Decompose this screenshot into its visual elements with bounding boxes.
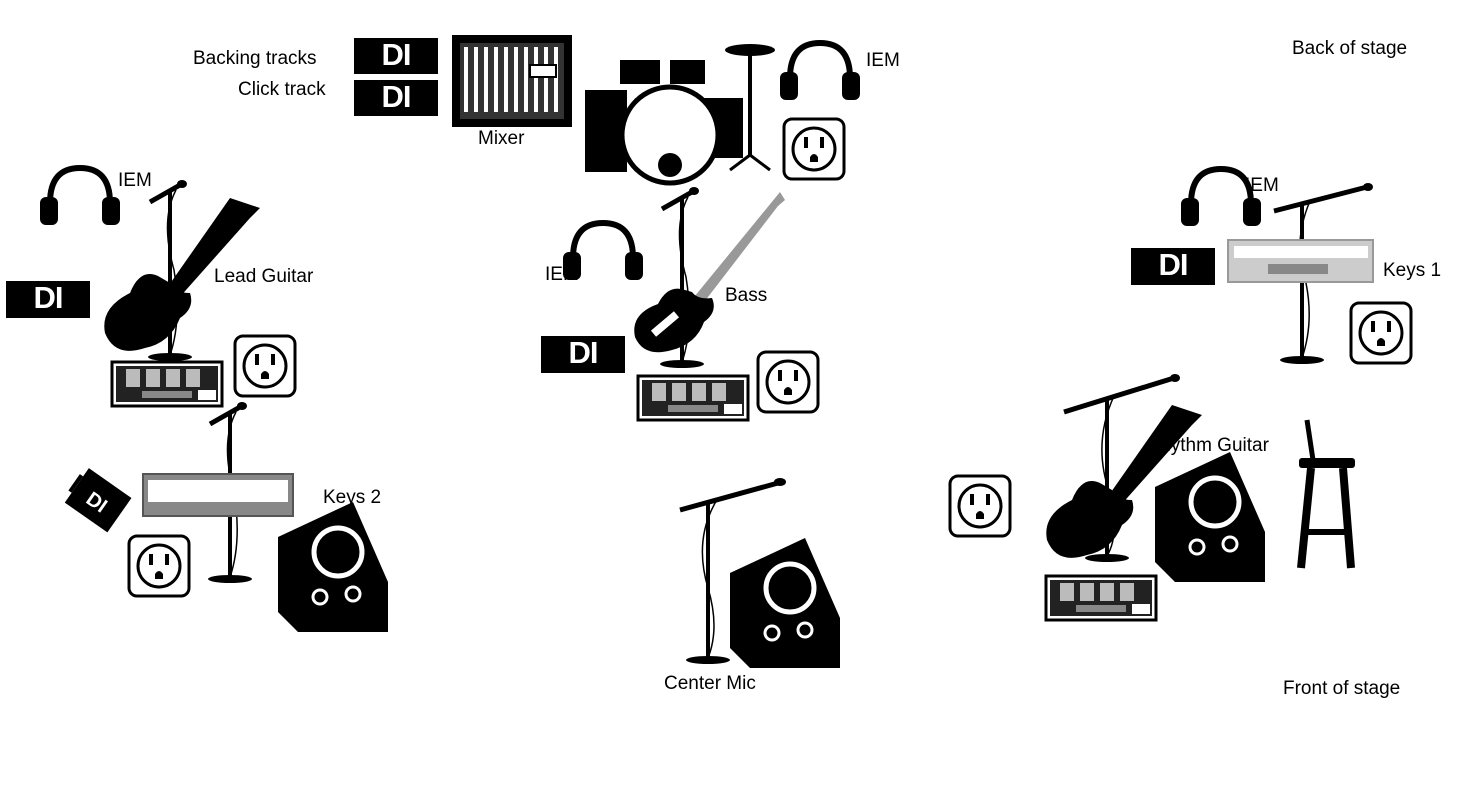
backing-tracks-di-box: DI xyxy=(354,38,438,74)
drums-iem-headphones-icon xyxy=(780,38,860,104)
rhythm-guitar-power-outlet-icon xyxy=(948,474,1012,538)
keys2-label: Keys 2 xyxy=(323,487,382,508)
bass-pedalboard-icon xyxy=(636,374,750,422)
mixer-label: Mixer xyxy=(478,128,525,149)
keys1-iem-headphones-icon xyxy=(1181,164,1261,230)
front-of-stage-label: Front of stage xyxy=(1283,678,1401,699)
bass-guitar-icon xyxy=(634,192,785,353)
bass-di-box: DI xyxy=(541,336,625,373)
rhythm-guitar-label: Rythm Guitar xyxy=(1157,435,1269,456)
drums-iem-label: IEM xyxy=(866,50,900,71)
lead-guitar-di-box: DI xyxy=(6,281,90,318)
click-track-label: Click track xyxy=(238,79,326,100)
keys1-label: Keys 1 xyxy=(1383,260,1442,281)
rhythm-guitar-monitor-wedge-icon xyxy=(1155,452,1267,584)
bass-iem-label: IEM xyxy=(545,264,579,285)
mixer-icon xyxy=(452,35,572,127)
keys1-iem-label: IEM xyxy=(1245,175,1279,196)
keys1-keyboard-icon xyxy=(1227,239,1374,283)
rhythm-guitar-pedalboard-icon xyxy=(1044,574,1158,622)
center-monitor-wedge-icon xyxy=(730,538,842,670)
center-mic-stand-icon xyxy=(679,478,786,664)
back-of-stage-label: Back of stage xyxy=(1292,38,1408,59)
keys2-monitor-wedge-icon xyxy=(278,502,390,634)
bass-label: Bass xyxy=(725,285,768,306)
keys2-di-box-icon: DI xyxy=(64,468,132,533)
drum-kit-icon xyxy=(585,44,775,186)
click-track-di-box: DI xyxy=(354,80,438,116)
center-mic-label: Center Mic xyxy=(664,673,756,694)
lead-guitar-label: Lead Guitar xyxy=(214,266,314,287)
lead-guitar-iem-label: IEM xyxy=(118,170,152,191)
bass-power-outlet-icon xyxy=(756,350,820,414)
backing-tracks-label: Backing tracks xyxy=(193,48,317,69)
keys1-power-outlet-icon xyxy=(1349,301,1413,365)
lead-guitar-power-outlet-icon xyxy=(233,334,297,398)
drums-power-outlet-icon xyxy=(782,117,846,181)
bar-stool-icon xyxy=(1297,419,1355,569)
keys1-di-box: DI xyxy=(1131,248,1215,285)
keys2-power-outlet-icon xyxy=(127,534,191,598)
